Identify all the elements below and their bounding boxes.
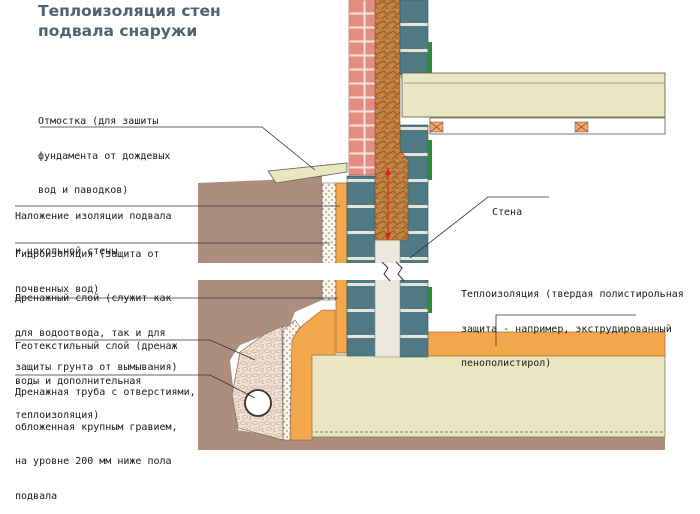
label-geotekstil: Геотекстильный слой (дренаж воды и допол… (15, 318, 178, 433)
label-nalozhenie: Наложение изоляции подвала и цокольной с… (15, 188, 172, 269)
label-line: Геотекстильный слой (дренаж (15, 341, 178, 352)
label-line: Дренажный слой (служит как (15, 293, 172, 304)
floor-slab (299, 354, 666, 438)
soil (198, 176, 322, 263)
diagram-svg (15, 0, 666, 450)
label-line: пенополистирол) (461, 358, 552, 369)
blind-area (267, 162, 348, 184)
gravel (231, 325, 284, 441)
label-otmostka: Отмостка (для зашиты фундамента от дожде… (38, 93, 170, 208)
wall-cavity (374, 239, 401, 358)
diagram: Теплоизоляция стен подвала снаружи Отмос… (15, 0, 684, 502)
label-line: Отмостка (для зашиты (38, 116, 159, 127)
label-gidroizolyaciya: Гидроизоляция (защита от почвенных вод) (15, 226, 160, 307)
label-line: для водоотвода, так и для (15, 327, 166, 339)
upper-block-wall (399, 0, 429, 78)
label-line: Дренажная труба с отверстиями, (15, 387, 196, 398)
label-line: защита - например, экструдированный (461, 323, 672, 335)
label-line: на уровне 200 мм ниже пола (15, 456, 172, 467)
drain-pipe (244, 389, 272, 417)
title-line-1: Теплоизоляция стен (38, 2, 221, 20)
label-drenazhny-sloy: Дренажный слой (служит как для водоотвод… (15, 270, 178, 385)
label-line: Стена (492, 207, 523, 218)
label-line: Теплоизоляция (твердая полистирольная (461, 289, 684, 300)
geotextile-top (321, 182, 337, 301)
label-drenazhnaya-truba: Дренажная труба с отверстиями, обложенна… (15, 364, 196, 514)
brick-wall (348, 0, 376, 176)
soil-bottom (300, 436, 665, 450)
label-line: подвала (15, 490, 58, 502)
label-stena: Стена (492, 184, 522, 230)
title-line-2: подвала снаружи (38, 22, 198, 40)
label-line: Наложение изоляции подвала (15, 211, 172, 222)
label-line: обложенная крупным гравием, (15, 421, 178, 433)
label-line: почвенных вод) (15, 283, 100, 295)
label-line: и цокольной стены (15, 245, 118, 257)
upper-floor-slab (401, 72, 666, 118)
label-line: вод и паводков) (38, 185, 129, 196)
label-line: защиты грунта от вымывания) (15, 362, 178, 373)
label-teploizolyaciya: Теплоизоляция (твердая полистирольная за… (461, 266, 684, 381)
label-line: воды и дополнительная (15, 375, 142, 387)
label-line: фундамента от дождевых (38, 150, 171, 162)
label-line: Гидроизоляция (защита от (15, 249, 160, 260)
soil-lower (198, 280, 322, 450)
label-line: теплоизоляция) (15, 410, 100, 421)
section-break (198, 263, 665, 280)
